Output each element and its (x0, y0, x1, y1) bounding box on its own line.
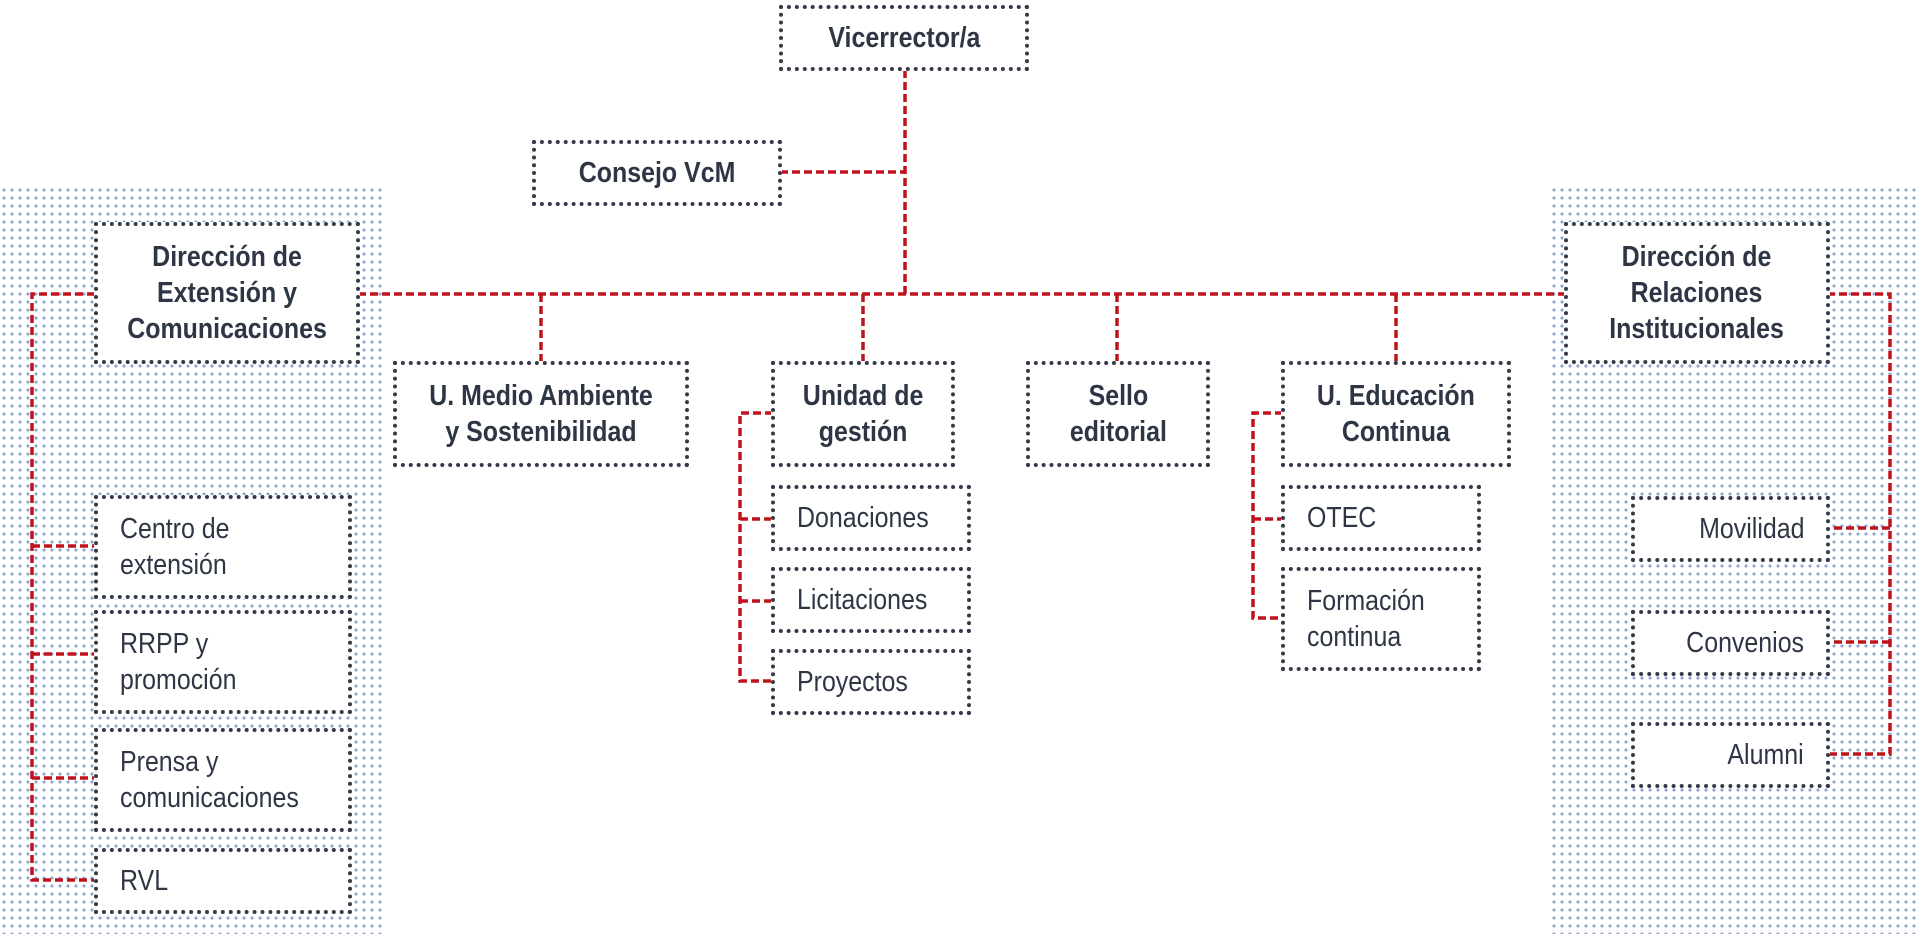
node-unidad-gestion: Unidad de gestión (771, 361, 955, 467)
node-licitaciones: Licitaciones (771, 567, 971, 633)
node-otec-label: OTEC (1307, 501, 1377, 534)
node-donaciones-label: Donaciones (797, 501, 929, 534)
node-movilidad-label: Movilidad (1698, 512, 1804, 545)
connector-extension-spine (30, 292, 95, 882)
node-proyectos-label: Proyectos (797, 665, 908, 698)
node-prensa-comunicaciones: Prensa y comunicaciones (94, 728, 352, 832)
node-sello-editorial: Sello editorial (1026, 361, 1210, 467)
node-centro-extension: Centro de extensión (94, 495, 352, 599)
connector-relaciones-spine (1827, 292, 1892, 756)
node-licitaciones-label: Licitaciones (797, 583, 928, 616)
node-rvl-label: RVL (120, 864, 169, 897)
node-proyectos: Proyectos (771, 649, 971, 715)
node-medio-ambiente-label: U. Medio Ambiente y Sostenibilidad (429, 379, 653, 448)
node-educacion-continua: U. Educación Continua (1281, 361, 1511, 467)
node-centro-extension-label: Centro de extensión (120, 512, 230, 581)
node-sello-editorial-label: Sello editorial (1069, 379, 1167, 448)
node-otec: OTEC (1281, 485, 1481, 551)
node-formacion-continua-label: Formación continua (1307, 584, 1425, 653)
node-convenios-label: Convenios (1686, 626, 1804, 659)
node-vicerrector: Vicerrector/a (779, 5, 1029, 71)
connector-educacion-spine (1251, 411, 1283, 620)
node-consejo-vcm: Consejo VcM (532, 140, 782, 206)
node-movilidad: Movilidad (1631, 496, 1830, 562)
node-direccion-relaciones: Dirección de Relaciones Institucionales (1564, 222, 1830, 364)
node-consejo-vcm-label: Consejo VcM (578, 156, 736, 189)
node-formacion-continua: Formación continua (1281, 567, 1481, 671)
node-alumni: Alumni (1631, 722, 1830, 788)
connector-gestion-spine (738, 411, 773, 683)
node-vicerrector-label: Vicerrector/a (827, 21, 981, 54)
node-educacion-continua-label: U. Educación Continua (1316, 379, 1475, 448)
node-direccion-extension-label: Dirección de Extensión y Comunicaciones (127, 240, 327, 346)
node-prensa-comunicaciones-label: Prensa y comunicaciones (120, 745, 299, 814)
node-rrpp-promocion: RRPP y promoción (94, 610, 352, 714)
node-direccion-extension: Dirección de Extensión y Comunicaciones (94, 222, 360, 364)
node-rrpp-promocion-label: RRPP y promoción (120, 627, 237, 696)
node-donaciones: Donaciones (771, 485, 971, 551)
node-convenios: Convenios (1631, 610, 1830, 676)
node-medio-ambiente: U. Medio Ambiente y Sostenibilidad (393, 361, 689, 467)
node-alumni-label: Alumni (1727, 738, 1804, 771)
node-unidad-gestion-label: Unidad de gestión (802, 379, 924, 448)
node-rvl: RVL (94, 848, 352, 914)
node-direccion-relaciones-label: Dirección de Relaciones Institucionales (1609, 240, 1785, 346)
